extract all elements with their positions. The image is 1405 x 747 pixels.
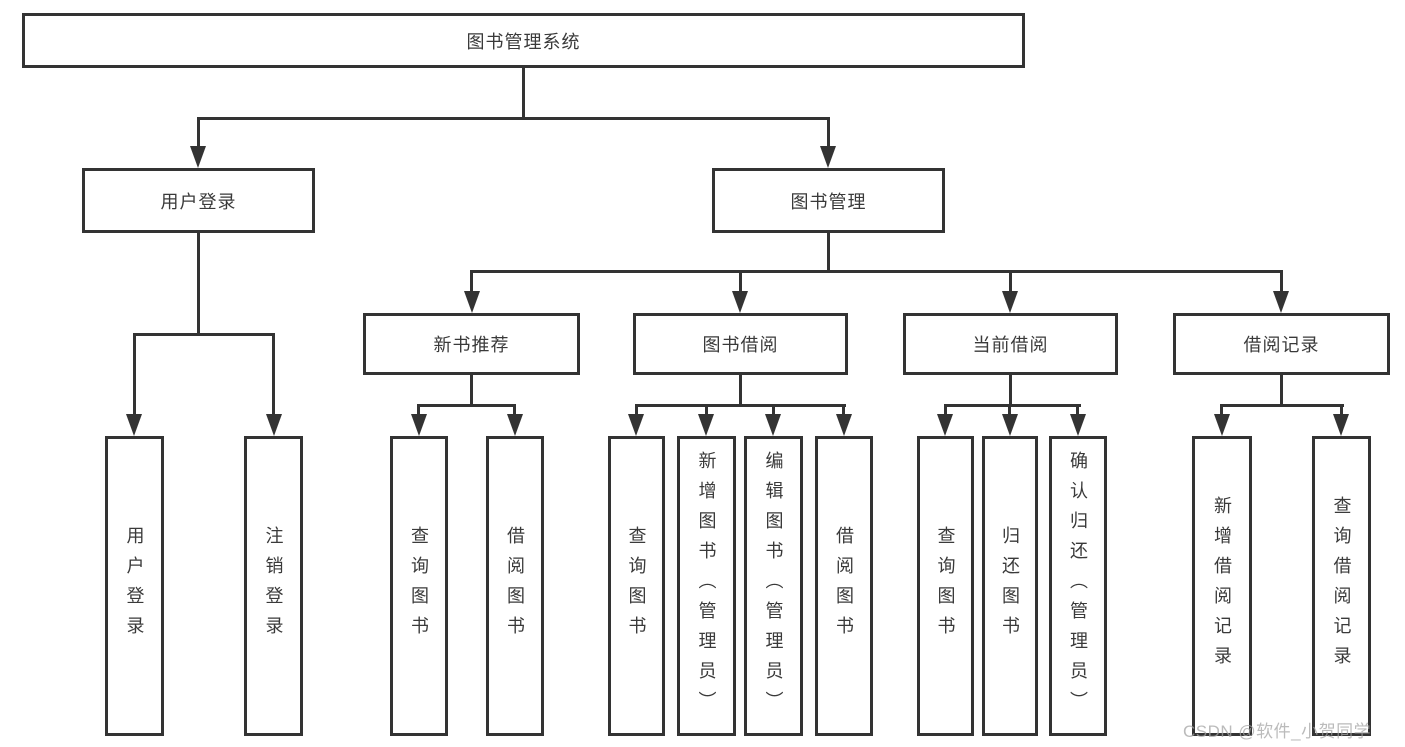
node-label: 用户登录 bbox=[160, 191, 237, 212]
arrowhead-bb-query bbox=[628, 414, 644, 436]
leaf-logout: 注销登录 bbox=[244, 436, 303, 736]
leaf-label: 查询图书 bbox=[935, 526, 956, 646]
connector-drop-nbr-borrow bbox=[513, 404, 516, 416]
arrowhead-nbr-borrow bbox=[507, 414, 523, 436]
node-root: 图书管理系统 bbox=[22, 13, 1025, 68]
node-borrowing-records: 借阅记录 bbox=[1173, 313, 1390, 375]
connector-drop-leaf-logout bbox=[272, 334, 275, 416]
leaf-label: 归还图书 bbox=[1000, 526, 1020, 646]
leaf-borrow-books-1: 借阅图书 bbox=[486, 436, 544, 736]
connector-book-management-stem bbox=[827, 233, 830, 273]
connector-drop-br-add bbox=[1220, 404, 1223, 416]
leaf-label: 用户登录 bbox=[124, 526, 145, 646]
connector-nbr-stem bbox=[470, 375, 473, 407]
arrowhead-bb-borrow bbox=[836, 414, 852, 436]
connector-root-stem bbox=[522, 68, 525, 120]
node-label: 图书借阅 bbox=[702, 335, 779, 355]
connector-root-rail bbox=[197, 117, 830, 120]
arrowhead-cb-return bbox=[1002, 414, 1018, 436]
arrowhead-current-borrowing bbox=[1002, 291, 1018, 313]
arrowhead-book-management bbox=[820, 146, 836, 168]
leaf-label: 确认归还（管理员） bbox=[1068, 451, 1088, 721]
connector-drop-cb-confirm bbox=[1076, 404, 1079, 416]
connector-user-login-stem bbox=[197, 233, 200, 336]
connector-br-stem bbox=[1280, 375, 1283, 407]
leaf-add-borrow-record: 新增借阅记录 bbox=[1192, 436, 1252, 736]
arrowhead-new-book-recommendation bbox=[464, 291, 480, 313]
arrowhead-cb-query bbox=[937, 414, 953, 436]
leaf-label: 查询图书 bbox=[626, 526, 647, 646]
connector-drop-bb-edit bbox=[772, 404, 775, 416]
connector-drop-book-borrowing bbox=[739, 270, 742, 292]
node-book-management: 图书管理 bbox=[712, 168, 945, 233]
connector-user-login-rail bbox=[133, 333, 275, 336]
connector-bb-rail bbox=[635, 404, 846, 407]
leaf-edit-book-admin: 编辑图书（管理员） bbox=[744, 436, 803, 736]
arrowhead-leaf-logout bbox=[266, 414, 282, 436]
connector-drop-leaf-user-login bbox=[133, 334, 136, 416]
leaf-label: 编辑图书（管理员） bbox=[763, 451, 784, 721]
leaf-query-borrow-record: 查询借阅记录 bbox=[1312, 436, 1371, 736]
connector-drop-cb-query bbox=[944, 404, 947, 416]
node-label: 借阅记录 bbox=[1243, 335, 1320, 355]
connector-cb-rail bbox=[944, 404, 1081, 407]
leaf-label: 新增图书（管理员） bbox=[696, 451, 717, 721]
arrowhead-borrowing-records bbox=[1273, 291, 1289, 313]
node-book-borrowing: 图书借阅 bbox=[633, 313, 848, 375]
connector-drop-nbr-query bbox=[417, 404, 420, 416]
leaf-label: 借阅图书 bbox=[834, 526, 854, 646]
node-new-book-recommendation: 新书推荐 bbox=[363, 313, 580, 375]
node-label: 当前借阅 bbox=[972, 335, 1049, 355]
leaf-label: 新增借阅记录 bbox=[1212, 496, 1232, 676]
connector-drop-book-management bbox=[827, 117, 830, 147]
leaf-query-books-3: 查询图书 bbox=[917, 436, 974, 736]
node-label: 新书推荐 bbox=[433, 335, 510, 355]
connector-drop-bb-borrow bbox=[842, 404, 845, 416]
node-current-borrowing: 当前借阅 bbox=[903, 313, 1118, 375]
connector-drop-user-login bbox=[197, 117, 200, 147]
leaf-user-login: 用户登录 bbox=[105, 436, 164, 736]
csdn-watermark: CSDN @软件_小贺同学 bbox=[1183, 722, 1372, 741]
arrowhead-bb-add bbox=[698, 414, 714, 436]
leaf-borrow-books-2: 借阅图书 bbox=[815, 436, 873, 736]
leaf-query-books-2: 查询图书 bbox=[608, 436, 665, 736]
arrowhead-br-query bbox=[1333, 414, 1349, 436]
node-label: 图书管理 bbox=[790, 191, 867, 212]
arrowhead-br-add bbox=[1214, 414, 1230, 436]
connector-drop-new-book-recommendation bbox=[470, 270, 473, 292]
leaf-return-books: 归还图书 bbox=[982, 436, 1038, 736]
arrowhead-nbr-query bbox=[411, 414, 427, 436]
node-label: 图书管理系统 bbox=[466, 31, 581, 52]
connector-drop-borrowing-records bbox=[1280, 270, 1283, 292]
arrowhead-book-borrowing bbox=[732, 291, 748, 313]
leaf-label: 查询图书 bbox=[409, 526, 429, 646]
connector-book-management-rail bbox=[470, 270, 1283, 273]
connector-br-rail bbox=[1220, 404, 1344, 407]
connector-drop-bb-query bbox=[635, 404, 638, 416]
arrowhead-user-login bbox=[190, 146, 206, 168]
connector-drop-bb-add bbox=[705, 404, 708, 416]
arrowhead-leaf-user-login bbox=[126, 414, 142, 436]
connector-bb-stem bbox=[739, 375, 742, 407]
leaf-confirm-return-admin: 确认归还（管理员） bbox=[1049, 436, 1107, 736]
connector-nbr-rail bbox=[417, 404, 516, 407]
leaf-add-book-admin: 新增图书（管理员） bbox=[677, 436, 736, 736]
connector-cb-stem bbox=[1009, 375, 1012, 407]
leaf-label: 查询借阅记录 bbox=[1331, 496, 1352, 676]
arrowhead-cb-confirm bbox=[1070, 414, 1086, 436]
connector-drop-current-borrowing bbox=[1009, 270, 1012, 292]
leaf-query-books-1: 查询图书 bbox=[390, 436, 448, 736]
connector-drop-br-query bbox=[1340, 404, 1343, 416]
arrowhead-bb-edit bbox=[765, 414, 781, 436]
leaf-label: 借阅图书 bbox=[505, 526, 525, 646]
node-user-login: 用户登录 bbox=[82, 168, 315, 233]
connector-drop-cb-return bbox=[1008, 404, 1011, 416]
leaf-label: 注销登录 bbox=[263, 526, 284, 646]
